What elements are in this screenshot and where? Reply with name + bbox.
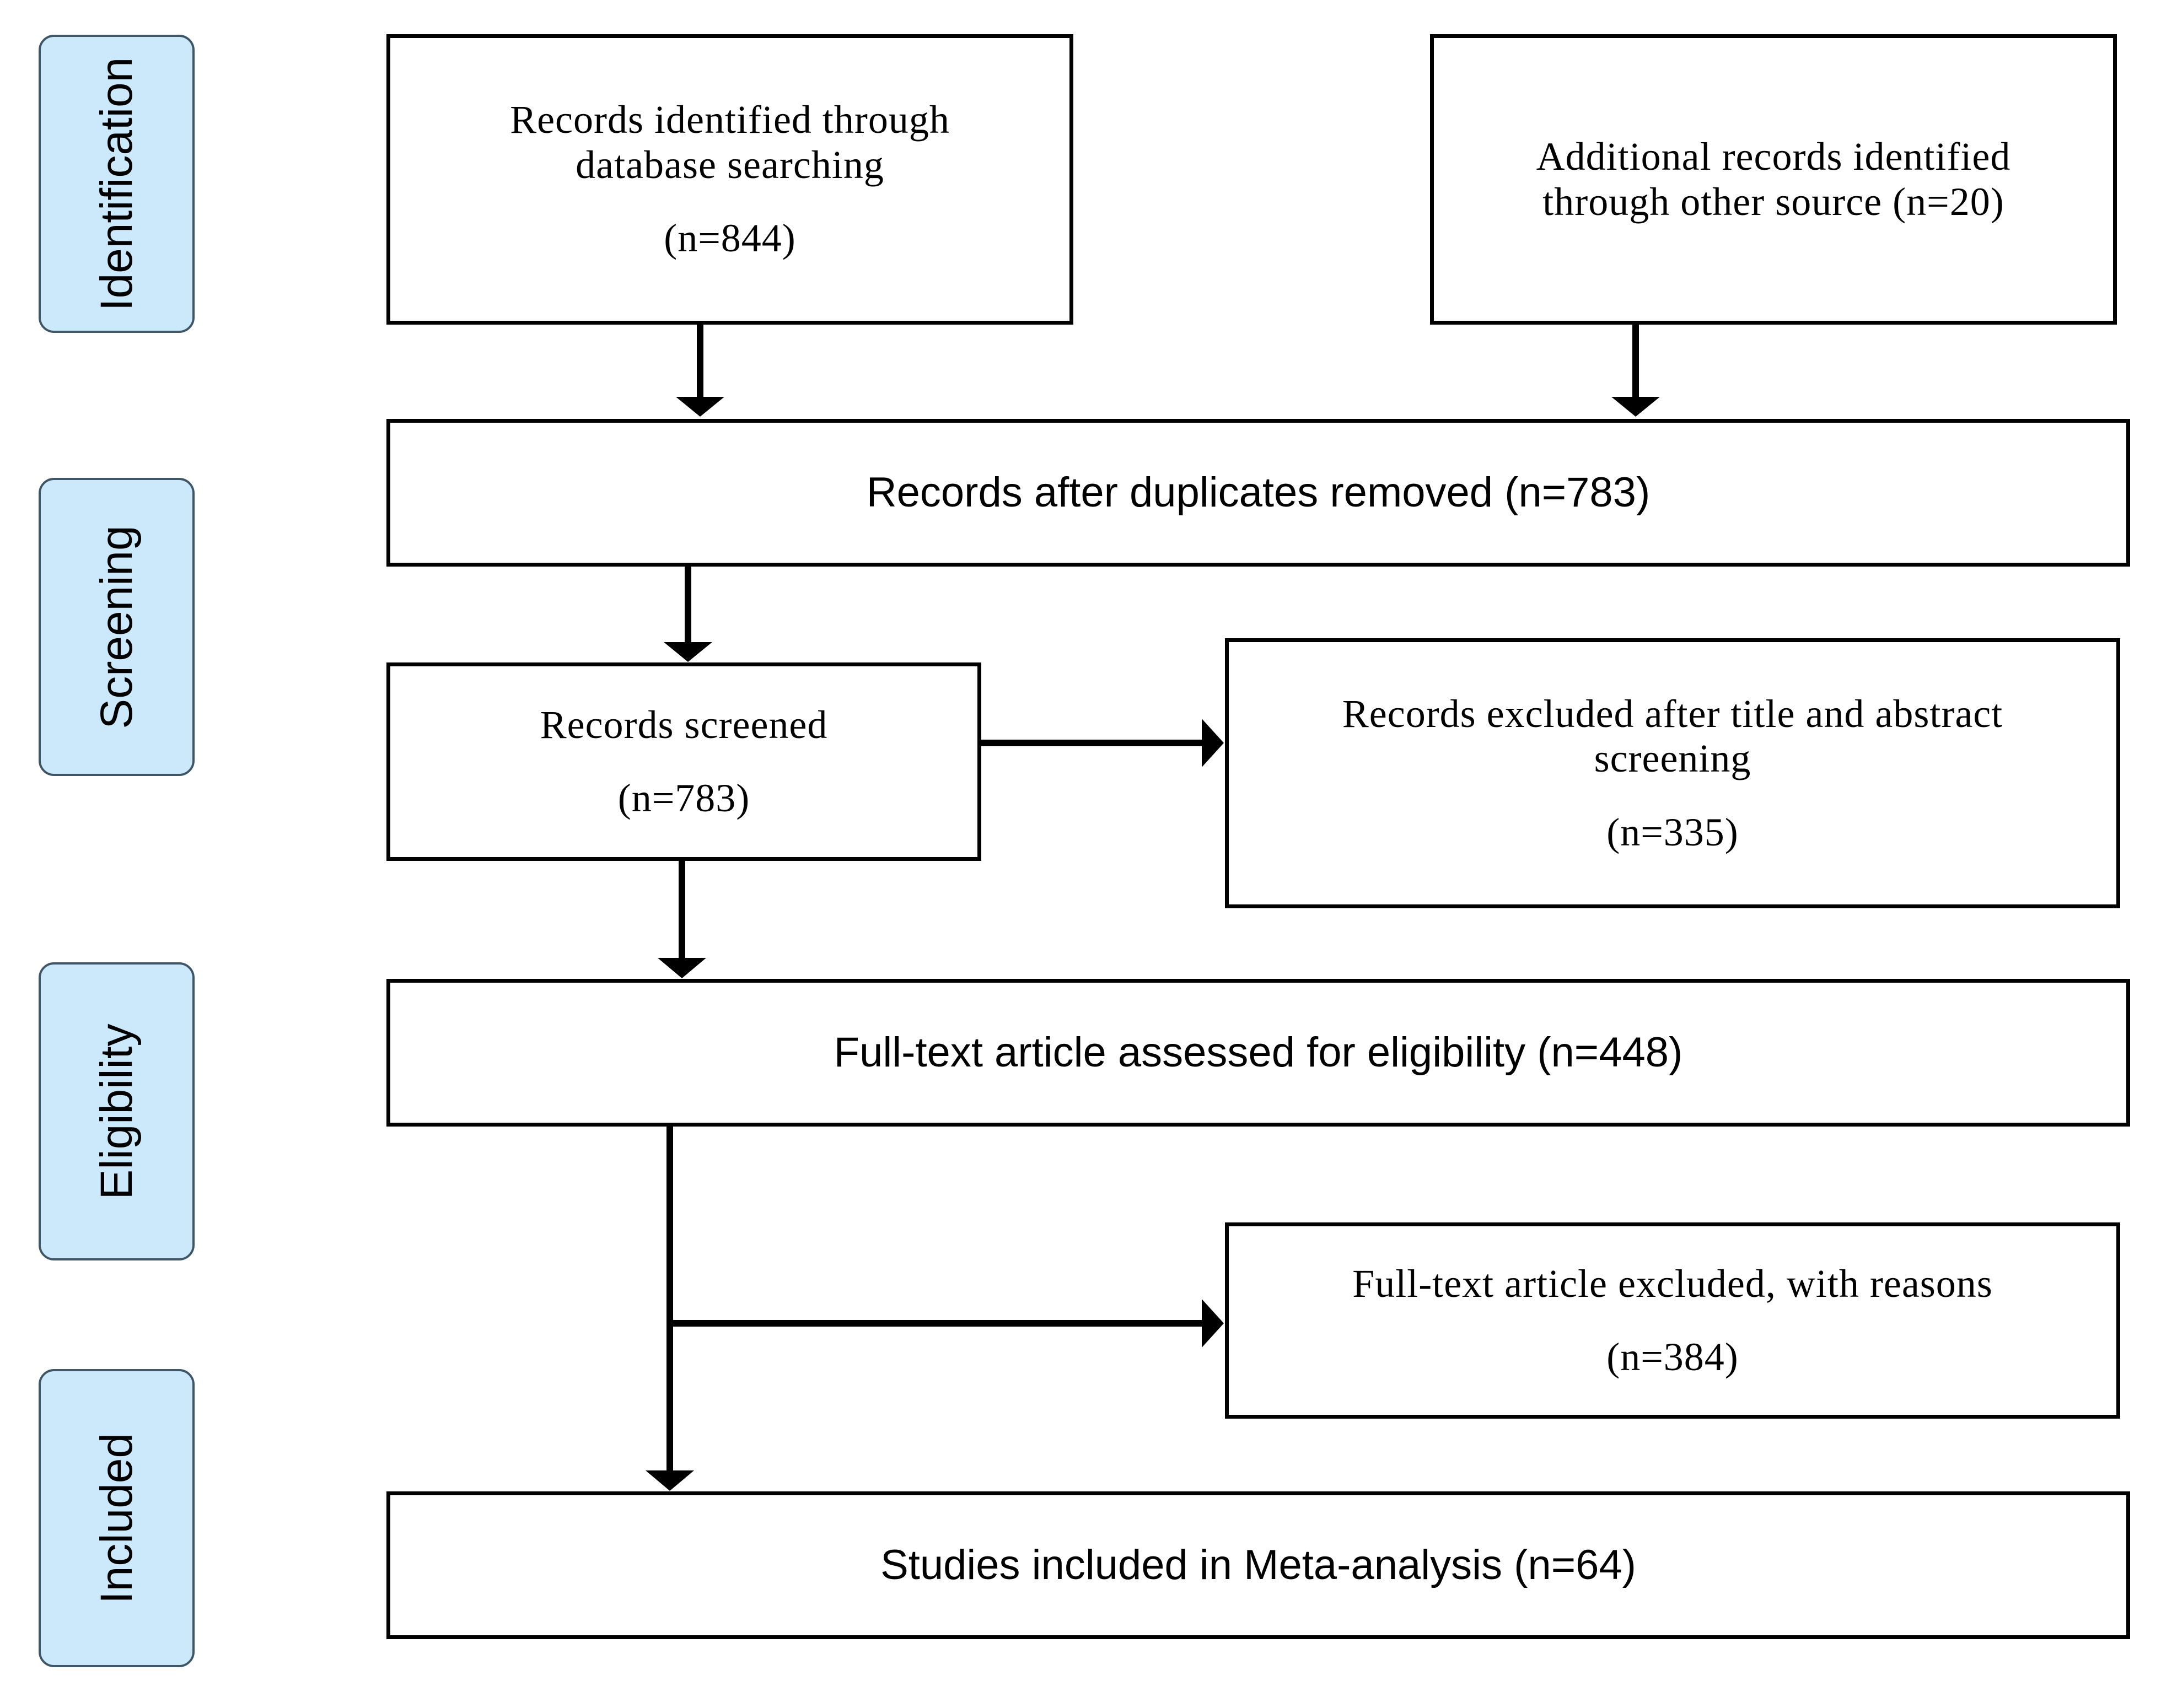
- box-full-text-excluded: Full-text article excluded, with reasons…: [1225, 1222, 2120, 1419]
- arrowhead-assessed: [658, 958, 706, 978]
- included-meta-text: Studies included in Meta-analysis (n=64): [880, 1542, 1636, 1589]
- arrowhead-excluded-screening: [1202, 719, 1224, 767]
- full-text-excluded-text: Full-text article excluded, with reasons: [1352, 1261, 1993, 1306]
- database-search-line2: database searching: [576, 142, 884, 187]
- database-search-line1: Records identified through: [510, 98, 950, 142]
- arrowhead-full-text-excluded: [1202, 1299, 1224, 1348]
- database-search-count: (n=844): [664, 216, 796, 261]
- box-full-text-assessed: Full-text article assessed for eligibili…: [386, 979, 2130, 1127]
- excluded-screening-line2: screening: [1594, 736, 1751, 781]
- other-sources-line2: through other source (n=20): [1542, 179, 2004, 224]
- arrowhead-included: [646, 1470, 694, 1491]
- box-database-search: Records identified through database sear…: [386, 34, 1073, 325]
- box-other-sources: Additional records identified through ot…: [1430, 34, 2117, 325]
- arrowhead-other: [1611, 397, 1660, 417]
- phase-screening: Screening: [39, 478, 195, 776]
- excluded-screening-count: (n=335): [1606, 810, 1739, 854]
- box-records-screened: Records screened (n=783): [386, 662, 981, 861]
- phase-identification: Identification: [39, 35, 195, 333]
- records-screened-text: Records screened: [540, 702, 828, 747]
- full-text-excluded-count: (n=384): [1606, 1335, 1739, 1379]
- after-duplicates-text: Records after duplicates removed (n=783): [866, 469, 1651, 516]
- records-screened-count: (n=783): [617, 776, 750, 820]
- full-text-assessed-text: Full-text article assessed for eligibili…: [834, 1029, 1683, 1076]
- box-after-duplicates: Records after duplicates removed (n=783): [386, 419, 2130, 567]
- excluded-screening-line1: Records excluded after title and abstrac…: [1342, 691, 2003, 736]
- other-sources-line1: Additional records identified: [1536, 134, 2011, 179]
- phase-eligibility: Eligibility: [39, 962, 195, 1260]
- box-included-meta: Studies included in Meta-analysis (n=64): [386, 1491, 2130, 1639]
- arrowhead-screened: [664, 642, 712, 662]
- arrowhead-database: [676, 397, 724, 417]
- box-excluded-screening: Records excluded after title and abstrac…: [1225, 638, 2120, 908]
- phase-included: Included: [39, 1369, 195, 1667]
